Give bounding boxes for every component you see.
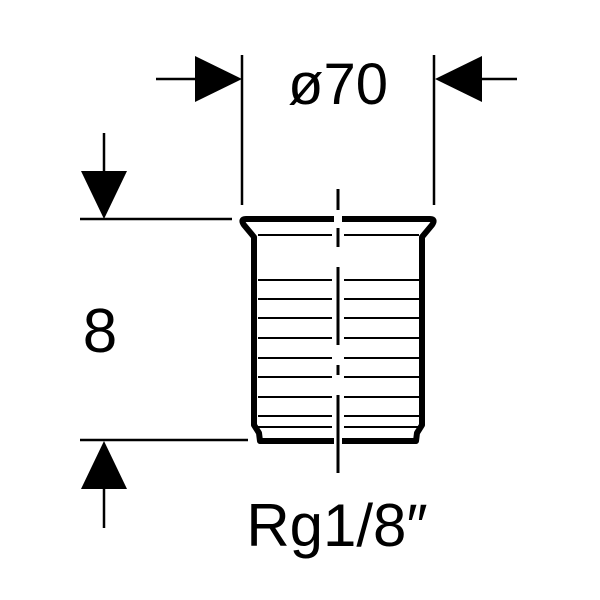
diameter-label: ø70 <box>288 52 388 117</box>
fitting-outline-left <box>239 216 334 444</box>
arrow-left-icon <box>435 56 482 102</box>
arrow-down-icon <box>81 171 127 219</box>
fitting-body <box>239 216 437 444</box>
arrow-right-icon <box>195 56 242 102</box>
fitting-outline-right <box>342 216 437 444</box>
thread-size-label: Rg1/8″ <box>246 492 427 559</box>
arrow-up-icon <box>81 441 127 489</box>
height-label: 8 <box>83 297 117 366</box>
height-dimension: 8 <box>80 133 248 528</box>
diameter-dimension: ø70 <box>156 52 517 205</box>
thread-lines <box>258 234 419 428</box>
